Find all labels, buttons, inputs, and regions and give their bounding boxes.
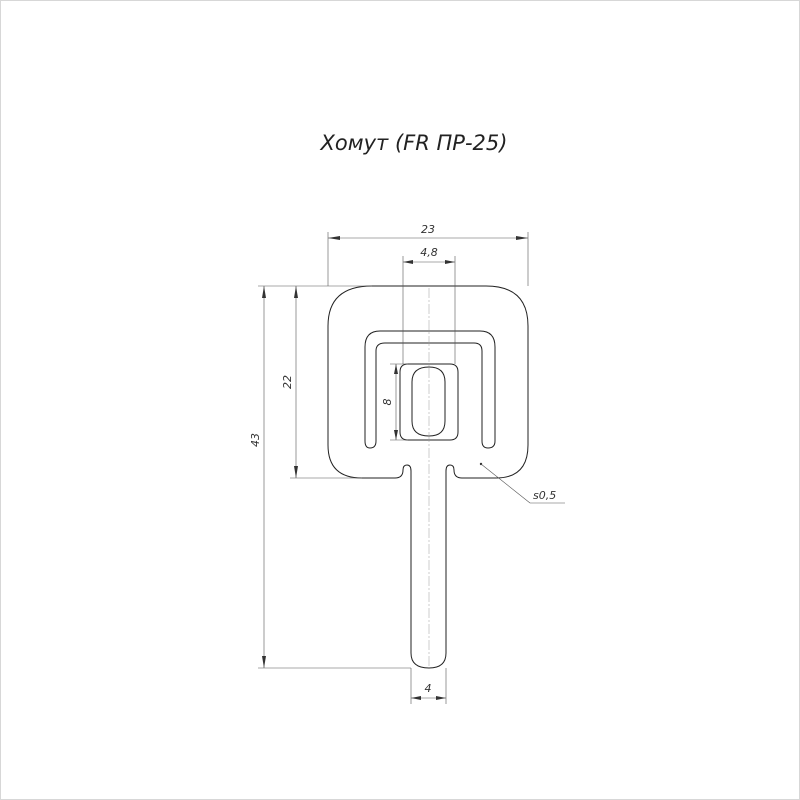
drawing-title: Хомут (FR ПР-25) <box>320 131 508 155</box>
dim-label-thickness: s0,5 <box>533 489 556 502</box>
dim-label-slot-width: 4,8 <box>420 246 438 259</box>
clamp-oval-hole <box>411 366 446 437</box>
clamp-inner-slot <box>399 363 459 441</box>
arrow-4-right <box>436 696 446 700</box>
arrow-8-top <box>394 364 398 374</box>
dim-label-head-height: 22 <box>281 375 294 389</box>
arrow-43-top <box>262 286 266 298</box>
clamp-inner-groove <box>364 330 496 449</box>
arrow-48-left <box>403 260 413 264</box>
arrow-22-bottom <box>294 466 298 478</box>
arrow-43-bottom <box>262 656 266 668</box>
arrow-4-left <box>411 696 421 700</box>
leader-line-thickness <box>480 463 531 504</box>
arrow-23-left <box>328 236 340 240</box>
dim-label-stem-width: 4 <box>425 682 432 695</box>
arrow-22-top <box>294 286 298 298</box>
dim-label-total-height: 43 <box>249 433 262 447</box>
arrow-23-right <box>516 236 528 240</box>
arrow-48-right <box>445 260 455 264</box>
dim-label-slot-height: 8 <box>381 399 394 406</box>
arrow-8-bottom <box>394 430 398 440</box>
dim-label-overall-width: 23 <box>421 223 435 236</box>
